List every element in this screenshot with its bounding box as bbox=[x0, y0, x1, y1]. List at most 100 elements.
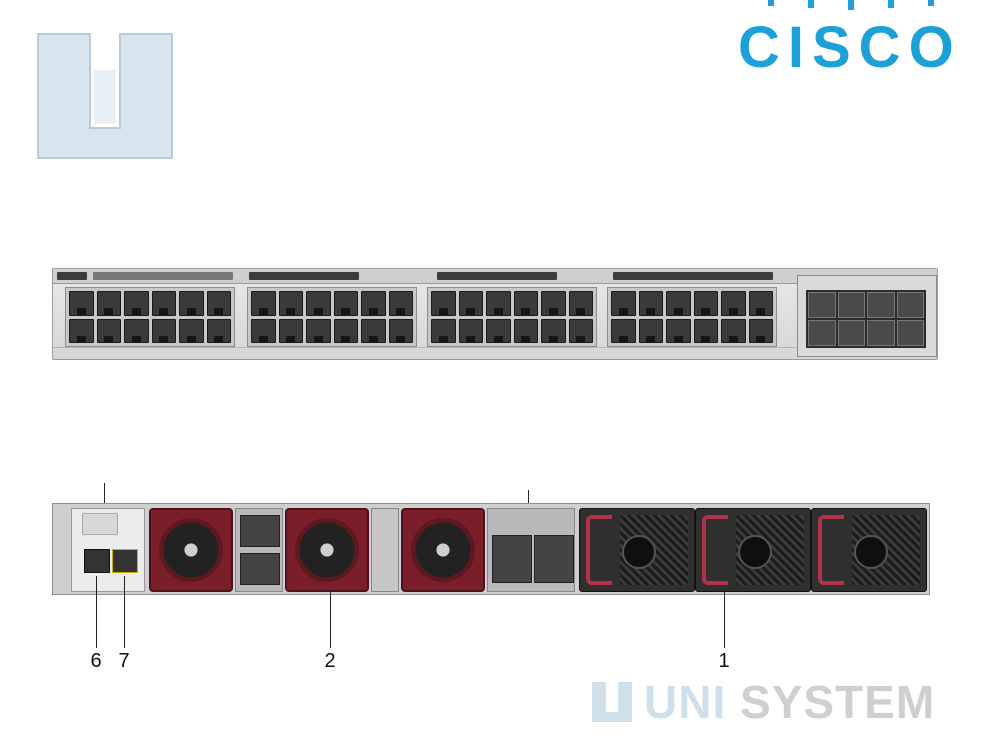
callout-1: 1 bbox=[718, 650, 730, 672]
fan-module-1 bbox=[149, 508, 233, 592]
rj45-port bbox=[486, 291, 511, 316]
sfp-slot bbox=[867, 320, 895, 346]
stack-ports bbox=[235, 508, 283, 592]
rj45-port bbox=[96, 291, 121, 316]
rj45-port bbox=[151, 318, 176, 343]
rj45-port bbox=[486, 318, 511, 343]
port-group-4 bbox=[607, 287, 777, 347]
rj45-port bbox=[361, 291, 386, 316]
rj45-port bbox=[388, 291, 413, 316]
port-group-2 bbox=[247, 287, 417, 347]
fan-icon bbox=[159, 518, 223, 582]
management-label bbox=[82, 513, 118, 535]
cisco-logo: CISCO bbox=[738, 0, 960, 80]
rj45-port bbox=[124, 318, 149, 343]
rj45-port bbox=[458, 291, 483, 316]
rj45-port bbox=[513, 291, 538, 316]
rj45-port bbox=[721, 318, 746, 343]
rj45-port bbox=[431, 291, 456, 316]
power-supply-2 bbox=[695, 508, 811, 592]
callout-2: 2 bbox=[324, 650, 336, 672]
front-status-strip bbox=[53, 269, 937, 284]
console-port bbox=[84, 549, 110, 573]
rj45-port bbox=[124, 291, 149, 316]
rj45-port bbox=[638, 318, 663, 343]
switch-front-panel bbox=[52, 268, 938, 360]
power-supply-1 bbox=[579, 508, 695, 592]
psu-handle bbox=[702, 515, 728, 585]
rj45-port bbox=[251, 318, 276, 343]
rj45-port bbox=[388, 318, 413, 343]
rj45-port bbox=[748, 318, 773, 343]
callout-6: 6 bbox=[90, 650, 102, 672]
rj45-port bbox=[69, 318, 94, 343]
rj45-port bbox=[611, 291, 636, 316]
sfp-slot bbox=[808, 320, 836, 346]
sfp-slot bbox=[867, 292, 895, 318]
port-group-1 bbox=[65, 287, 235, 347]
rj45-port bbox=[206, 318, 231, 343]
cisco-wordmark: CISCO bbox=[738, 15, 962, 80]
power-supply-3 bbox=[811, 508, 927, 592]
rj45-port bbox=[179, 318, 204, 343]
blank-slot bbox=[371, 508, 399, 592]
switch-rear-panel bbox=[52, 503, 930, 595]
rj45-port bbox=[333, 318, 358, 343]
cisco-bridge-icon bbox=[768, 0, 934, 10]
rj45-port bbox=[666, 291, 691, 316]
rj45-port bbox=[96, 318, 121, 343]
rj45-port bbox=[179, 291, 204, 316]
rj45-port bbox=[251, 291, 276, 316]
fan-module-3 bbox=[401, 508, 485, 592]
uplink-module bbox=[797, 275, 937, 357]
watermark-system: SYSTEM bbox=[740, 676, 936, 728]
psu-latch bbox=[622, 535, 656, 569]
callout-line-1 bbox=[724, 590, 725, 648]
callout-line-top bbox=[104, 483, 105, 503]
rj45-port bbox=[151, 291, 176, 316]
rj45-port bbox=[638, 291, 663, 316]
rj45-port bbox=[206, 291, 231, 316]
watermark-uni: UNI bbox=[644, 676, 727, 728]
psu-latch bbox=[738, 535, 772, 569]
callout-line-2 bbox=[330, 590, 331, 648]
rj45-port bbox=[306, 291, 331, 316]
rj45-port bbox=[278, 291, 303, 316]
sfp-slot bbox=[896, 320, 924, 346]
uni-system-watermark: UNI SYSTEM bbox=[590, 676, 990, 728]
callout-line-top-center bbox=[528, 490, 529, 503]
management-ethernet-port bbox=[112, 549, 138, 573]
rj45-port bbox=[568, 291, 593, 316]
rj45-port bbox=[306, 318, 331, 343]
rj45-port bbox=[721, 291, 746, 316]
management-module bbox=[71, 508, 145, 592]
fan-icon bbox=[411, 518, 475, 582]
rj45-port bbox=[748, 291, 773, 316]
psu-latch bbox=[854, 535, 888, 569]
sfp-slot bbox=[837, 320, 865, 346]
rj45-port bbox=[333, 291, 358, 316]
fan-icon bbox=[295, 518, 359, 582]
callout-line-7 bbox=[124, 576, 125, 648]
uni-system-logo-icon bbox=[37, 33, 173, 159]
port-number-strip bbox=[53, 347, 937, 358]
watermark-text: UNI SYSTEM bbox=[644, 675, 935, 729]
rj45-port bbox=[69, 291, 94, 316]
psu-handle bbox=[586, 515, 612, 585]
callout-7: 7 bbox=[118, 650, 130, 672]
rj45-port bbox=[666, 318, 691, 343]
sfp-slot bbox=[896, 292, 924, 318]
sfp-grid bbox=[806, 290, 926, 348]
rj45-port bbox=[693, 318, 718, 343]
rj45-port bbox=[611, 318, 636, 343]
rj45-port bbox=[513, 318, 538, 343]
psu-handle bbox=[818, 515, 844, 585]
rj45-port bbox=[693, 291, 718, 316]
fan-module-2 bbox=[285, 508, 369, 592]
sfp-slot bbox=[837, 292, 865, 318]
sfp-slot bbox=[808, 292, 836, 318]
rj45-port bbox=[278, 318, 303, 343]
rj45-port bbox=[541, 291, 566, 316]
rj45-port bbox=[541, 318, 566, 343]
port-group-3 bbox=[427, 287, 597, 347]
